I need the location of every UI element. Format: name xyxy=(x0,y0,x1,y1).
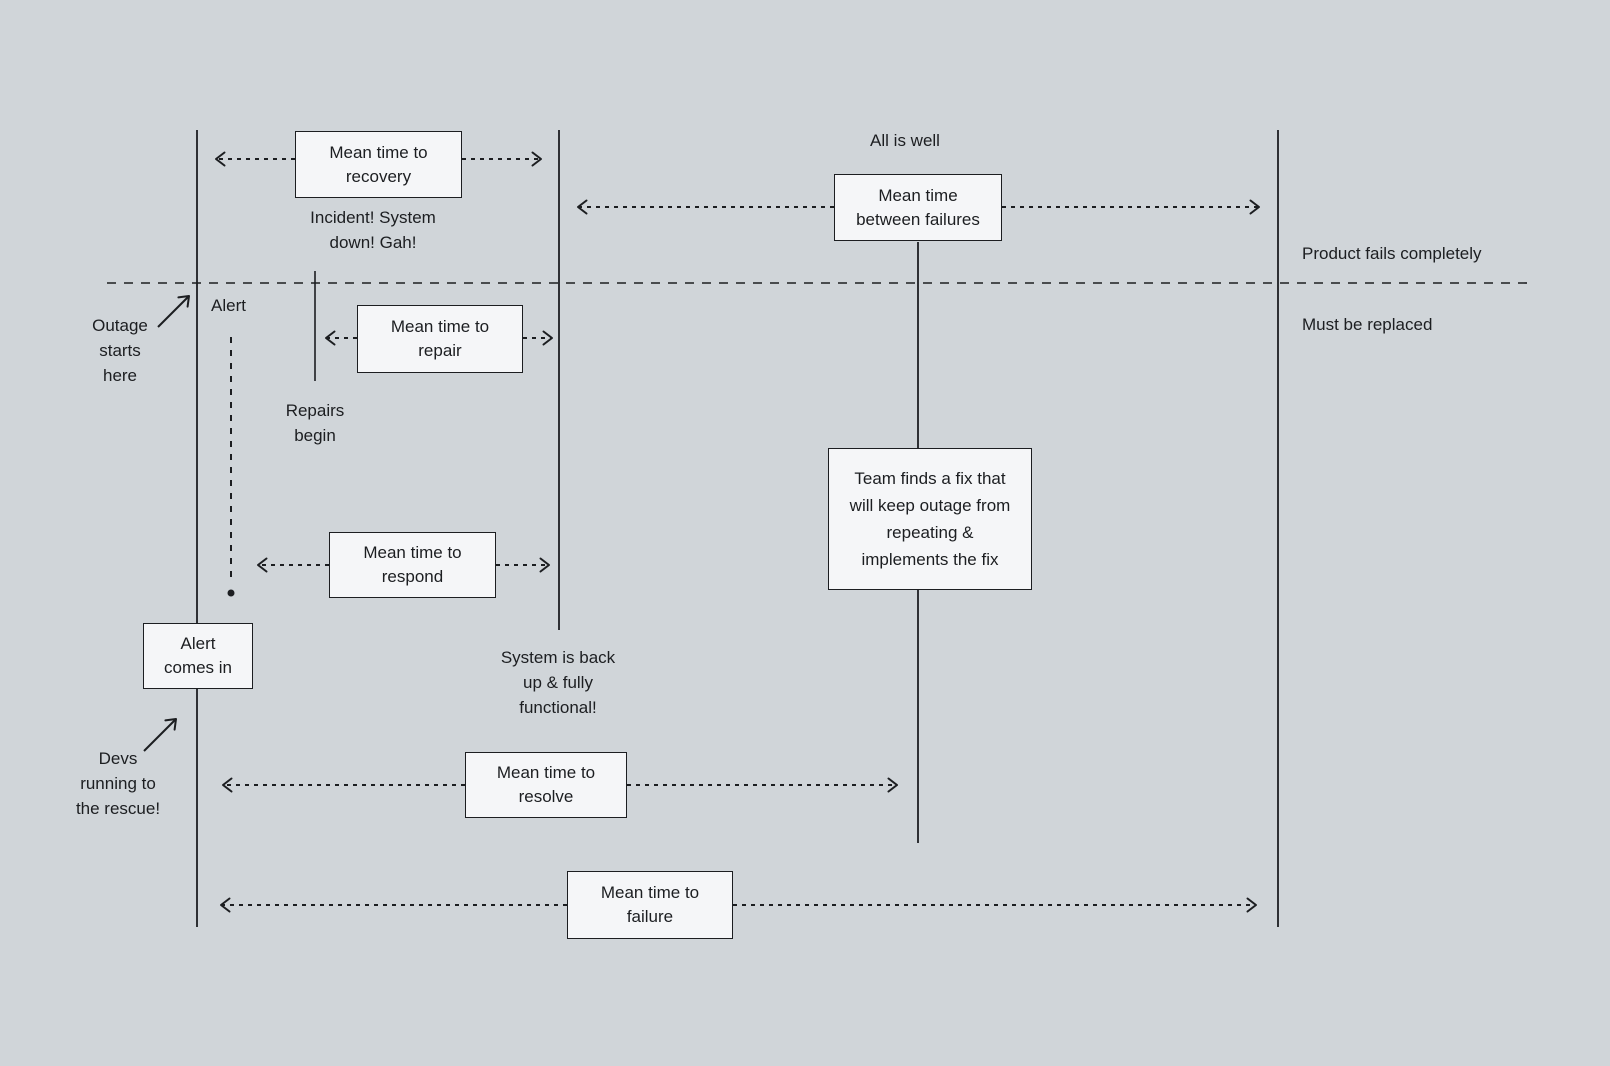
must-be-replaced-label: Must be replaced xyxy=(1302,315,1433,334)
mean-time-to-repair-label: Mean time to repair xyxy=(390,317,490,360)
mean-time-to-recovery-box: Mean time to recovery xyxy=(295,131,462,198)
mean-time-to-failure-box: Mean time to failure xyxy=(567,871,733,939)
all-is-well-label: All is well xyxy=(870,131,940,150)
product-fails-label: Product fails completely xyxy=(1302,244,1482,263)
team-fix-label: Team finds a fix that will keep outage f… xyxy=(849,469,1011,569)
devs-pointer-arrow xyxy=(143,718,177,752)
mean-time-between-failures-label: Mean time between failures xyxy=(856,185,980,229)
alert-comes-in-box: Alert comes in xyxy=(143,623,253,689)
alert-label: Alert xyxy=(211,296,246,315)
mean-time-to-respond-label: Mean time to respond xyxy=(363,543,462,586)
team-fix-box: Team finds a fix that will keep outage f… xyxy=(828,448,1032,590)
system-back-up-label: System is back up & fully functional! xyxy=(500,648,616,717)
mean-time-to-respond-box: Mean time to respond xyxy=(329,532,496,598)
devs-running-label: Devs running to the rescue! xyxy=(75,749,161,818)
alert-comes-in-label: Alert comes in xyxy=(163,634,233,677)
mean-time-to-failure-label: Mean time to failure xyxy=(600,883,700,926)
incident-label: Incident! System down! Gah! xyxy=(310,208,436,252)
mean-time-between-failures-box: Mean time between failures xyxy=(834,174,1002,241)
outage-pointer-arrow xyxy=(157,295,190,328)
alert-line-end-dot xyxy=(227,589,235,597)
mean-time-to-recovery-label: Mean time to recovery xyxy=(329,142,428,186)
mean-time-to-resolve-box: Mean time to resolve xyxy=(465,752,627,818)
mean-time-to-resolve-label: Mean time to resolve xyxy=(496,763,596,806)
mean-time-to-repair-box: Mean time to repair xyxy=(357,305,523,373)
repairs-begin-label: Repairs begin xyxy=(285,401,345,445)
outage-starts-here-label: Outage starts here xyxy=(92,316,148,385)
